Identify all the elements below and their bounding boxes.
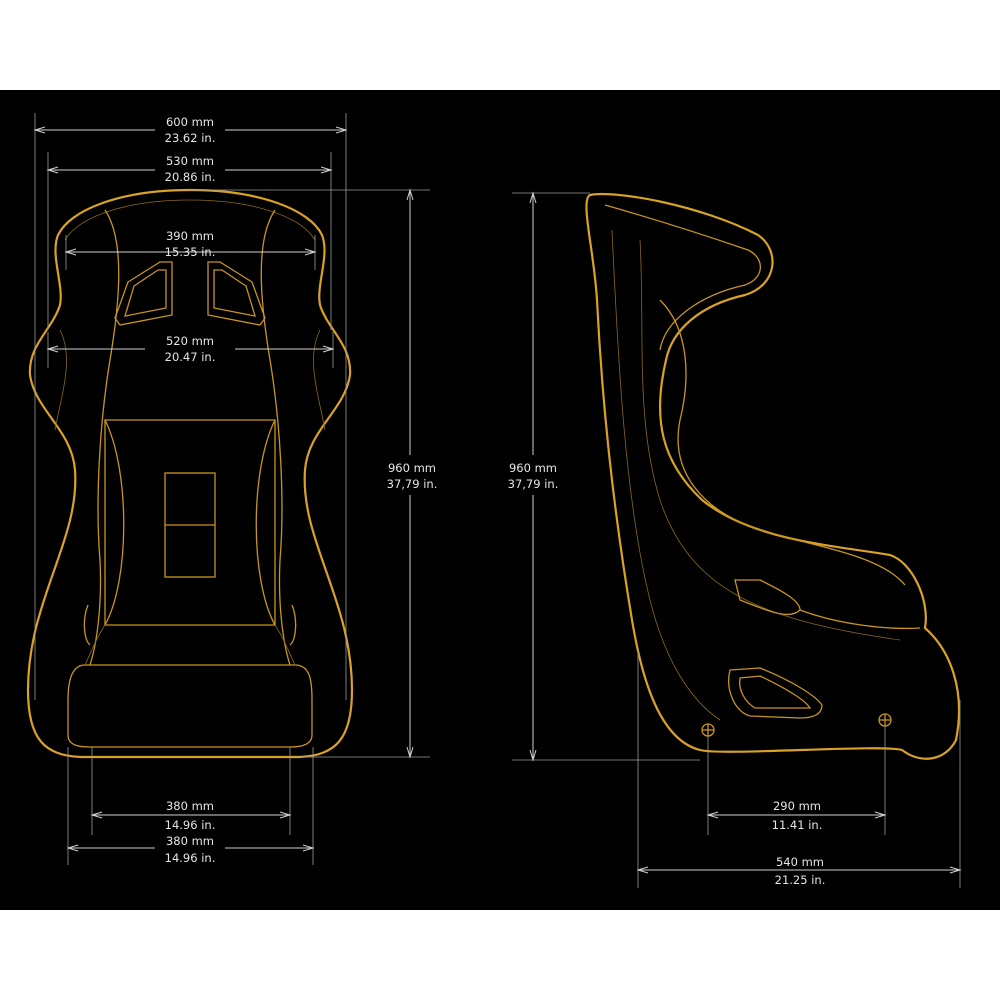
label-depth-mm: 540 mm <box>776 855 824 869</box>
right-harness-slot <box>207 261 266 326</box>
label-overall-width-mm: 600 mm <box>166 115 214 129</box>
label-harness-width-mm: 390 mm <box>166 229 214 243</box>
front-mount-bolt-icon <box>701 723 715 737</box>
label-depth-in: 21.25 in. <box>775 873 826 887</box>
label-shoulder-width-mm: 530 mm <box>166 154 214 168</box>
side-view <box>585 192 961 760</box>
label-shoulder-width-in: 20.86 in. <box>165 170 216 184</box>
seat-cushion <box>67 664 313 748</box>
side-cutout <box>728 667 823 719</box>
label-base-outer-mm: 380 mm <box>166 834 214 848</box>
front-seat-outline <box>26 188 354 759</box>
label-base-outer-in: 14.96 in. <box>165 851 216 865</box>
seat-diagram: 600 mm 23.62 in. 530 mm 20.86 in. 390 mm… <box>26 113 962 888</box>
front-view <box>26 188 354 759</box>
label-side-height-mm: 960 mm <box>509 461 557 475</box>
dimension-labels: 600 mm 23.62 in. 530 mm 20.86 in. 390 mm… <box>145 113 825 887</box>
label-side-height-in: 37,79 in. <box>508 477 559 491</box>
backrest-panel <box>104 419 276 626</box>
label-mount-spacing-mm: 290 mm <box>773 799 821 813</box>
front-left-wing-line <box>89 209 120 666</box>
label-base-inner-in: 14.96 in. <box>165 818 216 832</box>
label-front-height-mm: 960 mm <box>388 461 436 475</box>
label-harness-width-in: 15.35 in. <box>165 245 216 259</box>
side-seat-outline <box>585 192 961 760</box>
label-base-inner-mm: 380 mm <box>166 799 214 813</box>
left-harness-slot <box>114 261 173 326</box>
seat-drawing-canvas: 600 mm 23.62 in. 530 mm 20.86 in. 390 mm… <box>0 90 1000 910</box>
front-right-wing-line <box>260 209 291 666</box>
label-mid-width-mm: 520 mm <box>166 334 214 348</box>
rear-mount-bolt-icon <box>878 713 892 727</box>
label-overall-width-in: 23.62 in. <box>165 131 216 145</box>
label-mount-spacing-in: 11.41 in. <box>772 818 823 832</box>
label-front-height-in: 37,79 in. <box>387 477 438 491</box>
label-mid-width-in: 20.47 in. <box>165 350 216 364</box>
